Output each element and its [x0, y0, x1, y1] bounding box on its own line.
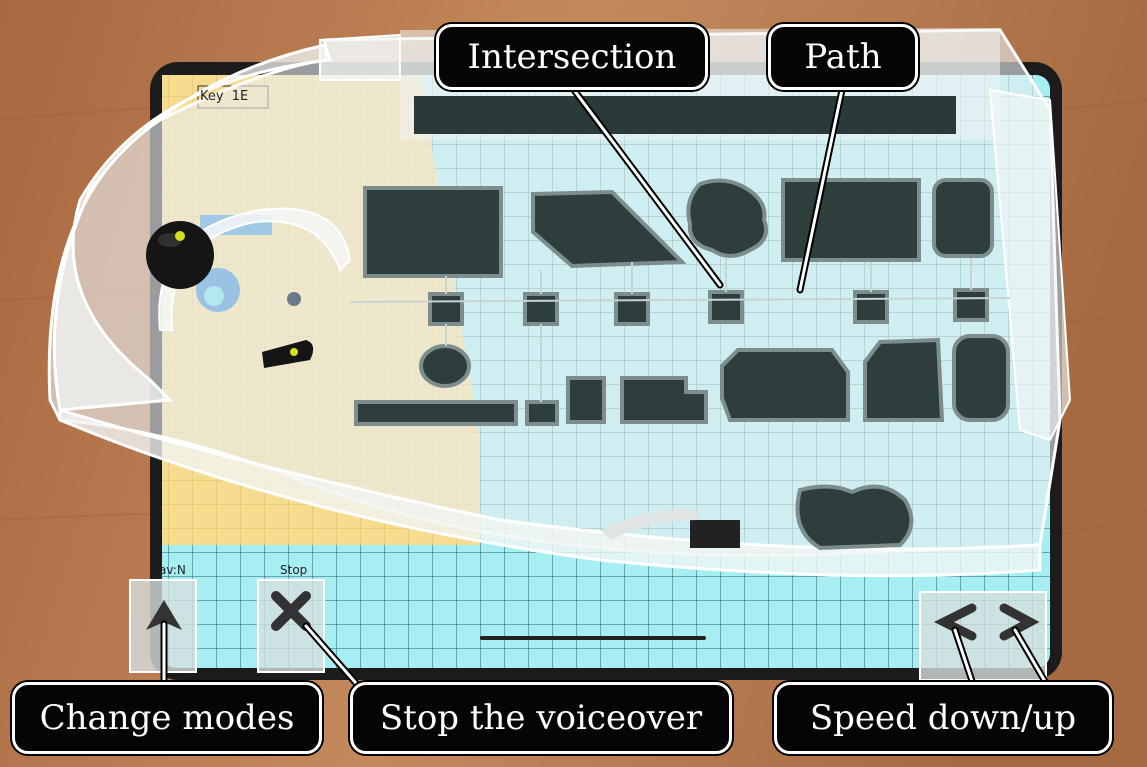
area-shape — [620, 376, 708, 424]
node-square — [428, 292, 464, 326]
stop-label: Stop — [280, 563, 308, 577]
callout-speed: Speed down/up — [774, 682, 1112, 754]
node-square — [708, 290, 744, 324]
node-square — [614, 292, 650, 326]
callout-change-modes: Change modes — [12, 682, 322, 754]
callout-stop-voiceover: Stop the voiceover — [350, 682, 732, 754]
area-shape — [566, 376, 606, 424]
key-label: Key 1E — [200, 89, 248, 104]
area-shape — [419, 344, 471, 388]
stop-button[interactable] — [257, 579, 325, 673]
nav-arrow-icon — [146, 600, 182, 630]
path-line — [349, 297, 1011, 303]
stop-x-icon — [271, 591, 311, 631]
callout-path: Path — [768, 24, 918, 90]
curved-guide-arm — [52, 43, 333, 412]
area-shape — [781, 178, 921, 262]
area-shape — [932, 178, 994, 258]
key-text: Key — [200, 89, 224, 104]
node-square — [525, 400, 559, 426]
area-shape — [795, 484, 914, 551]
node-square — [523, 292, 559, 326]
area-shape — [863, 337, 945, 422]
node-square — [853, 290, 889, 324]
nav-mode-label: Nav:N — [150, 563, 186, 577]
chevron-left-icon — [933, 603, 977, 641]
black-pointer — [262, 340, 314, 368]
area-shape — [952, 334, 1010, 422]
home-bar — [480, 636, 706, 640]
key-suffix: 1E — [231, 89, 249, 104]
node-square — [953, 288, 989, 322]
top-slot — [414, 96, 956, 134]
area-shape — [363, 186, 503, 278]
speed-buttons[interactable] — [919, 591, 1047, 681]
callout-intersection: Intersection — [436, 24, 708, 90]
area-shape — [354, 400, 518, 426]
area-shape — [720, 348, 850, 422]
area-shape — [531, 189, 687, 269]
area-shape — [686, 178, 769, 258]
